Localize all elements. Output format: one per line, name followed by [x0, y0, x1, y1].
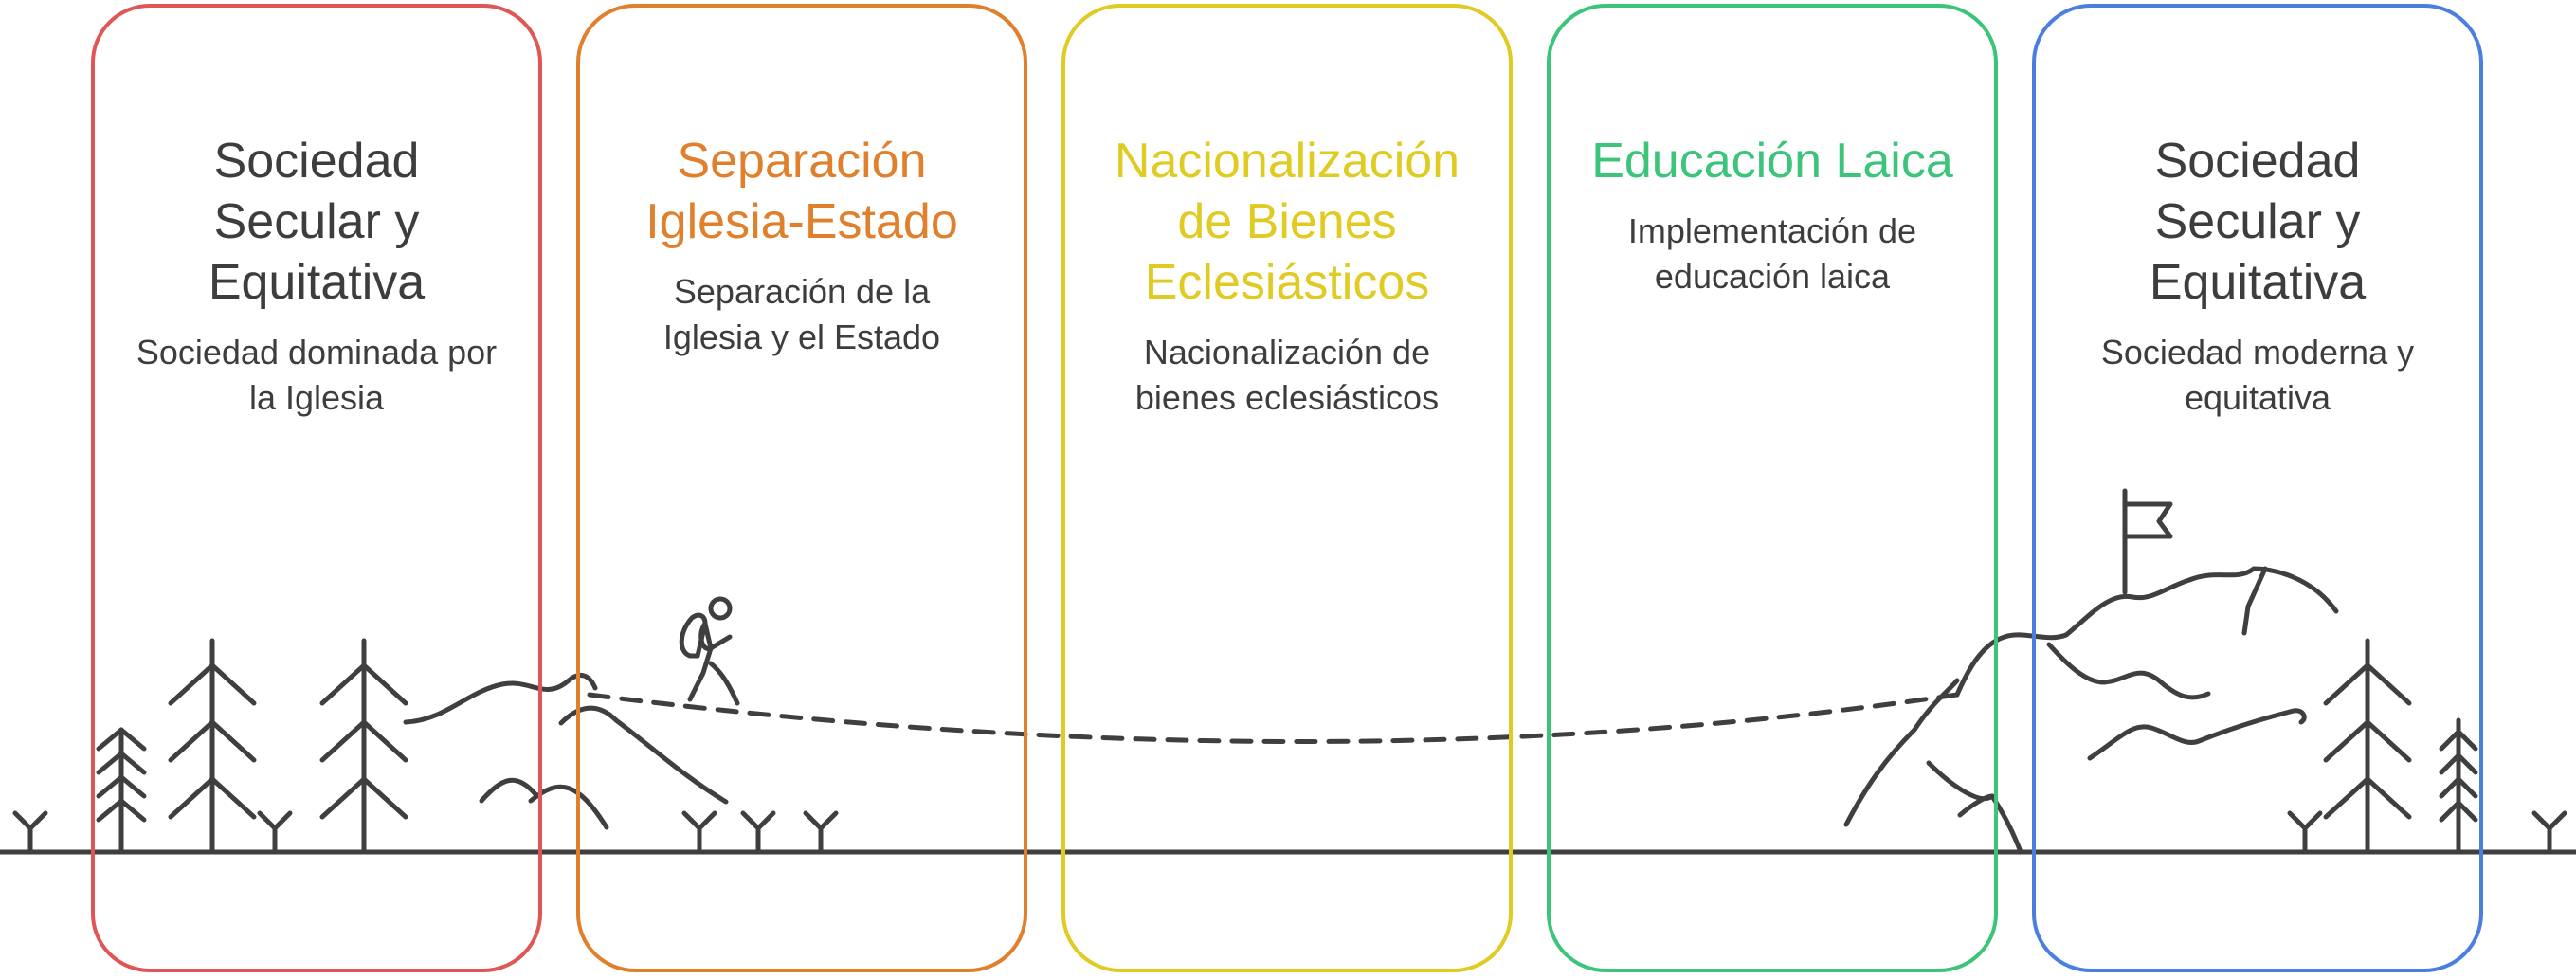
sprout-icon [257, 810, 293, 855]
stage-title: Separación Iglesia-Estado [645, 134, 958, 249]
pine-tree-icon [2323, 638, 2412, 855]
stage-description: Separación de la Iglesia y el Estado [662, 272, 941, 356]
stage-panel-3: Nacionalización de Bienes Eclesiásticos … [1061, 4, 1513, 972]
sprout-icon [2287, 810, 2323, 855]
pine-tree-icon [96, 727, 147, 855]
stage-description: Sociedad moderna y equitativa [2100, 333, 2415, 417]
sprout-icon [740, 810, 776, 855]
sprout-icon [12, 810, 48, 855]
mountain-icon [403, 672, 729, 830]
sprout-icon [681, 810, 717, 855]
sprout-icon [803, 810, 839, 855]
hiker-icon [679, 596, 740, 706]
stage-description: Nacionalización de bienes eclesiásticos [1134, 333, 1440, 417]
sprout-icon [2531, 810, 2567, 855]
pine-tree-icon [319, 638, 408, 855]
stage-panel-4: Educación Laica Implementación de educac… [1547, 4, 1998, 972]
stage-panel-2: Separación Iglesia-Estado Separación de … [576, 4, 1027, 972]
pine-tree-icon [168, 638, 257, 855]
stage-description: Implementación de educación laica [1627, 211, 1917, 296]
stage-title: Educación Laica [1591, 134, 1953, 189]
stage-panel-5: Sociedad Secular y Equitativa Sociedad m… [2032, 4, 2483, 972]
mountain-icon [1843, 566, 2339, 855]
stage-title: Nacionalización de Bienes Eclesiásticos [1114, 134, 1460, 310]
flag-icon [2122, 488, 2173, 595]
stage-description: Sociedad dominada por la Iglesia [136, 333, 498, 417]
dashed-path [587, 692, 1960, 744]
stage-title: Sociedad Secular y Equitativa [2149, 134, 2367, 310]
stage-panel-1: Sociedad Secular y Equitativa Sociedad d… [91, 4, 542, 972]
stage-title: Sociedad Secular y Equitativa [208, 134, 426, 310]
pine-tree-icon [2439, 717, 2478, 855]
